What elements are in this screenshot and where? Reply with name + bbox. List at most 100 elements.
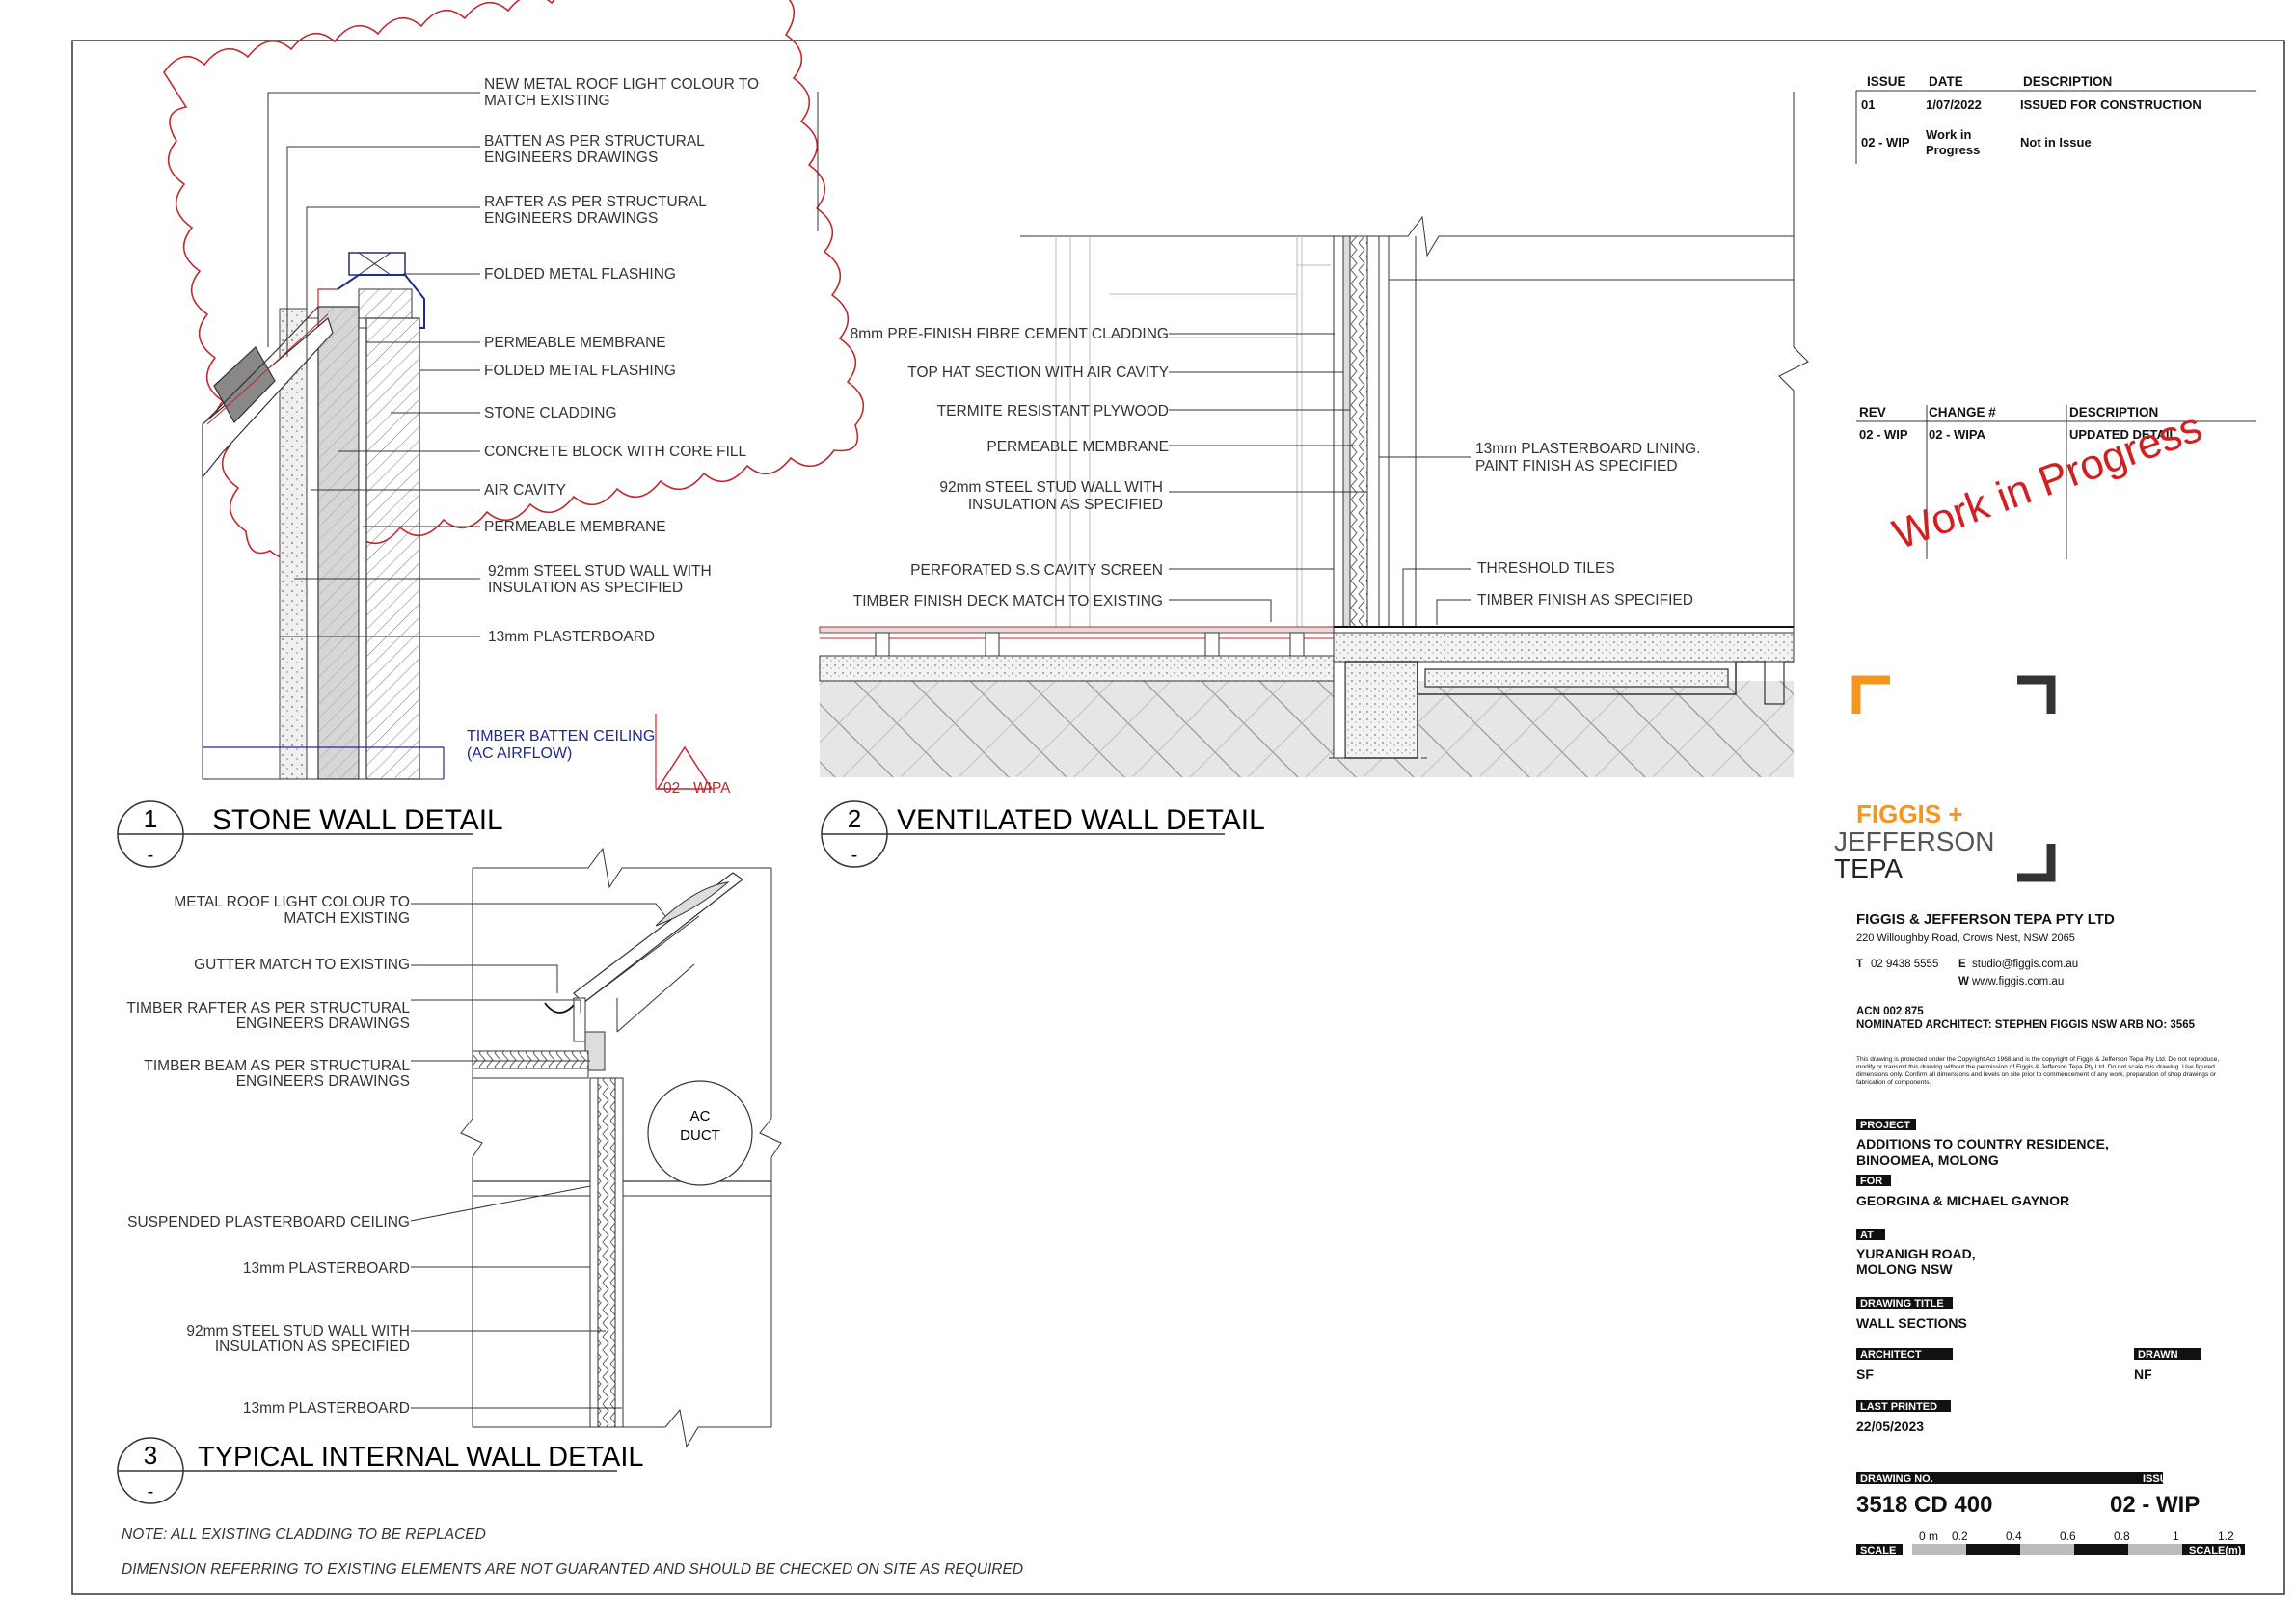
label-plasterboard-1: 13mm PLASTERBOARD	[243, 1260, 410, 1277]
label-rafter-1: TIMBER RAFTER AS PER STRUCTURAL	[126, 1000, 410, 1016]
scale-tick-0: 0 m	[1919, 1529, 1938, 1543]
scale-tick-1: 0.2	[1952, 1529, 1968, 1543]
label-top-hat: TOP HAT SECTION WITH AIR CAVITY	[907, 365, 1169, 381]
disclaimer-line-1: This drawing is protected under the Copy…	[1856, 1056, 2219, 1063]
company-logo: FIGGIS + JEFFERSON TEPA	[1834, 675, 2056, 883]
last-printed-label: LAST PRINTED	[1860, 1401, 1937, 1413]
detail-1-labels: NEW METAL ROOF LIGHT COLOUR TO MATCH EXI…	[467, 76, 759, 762]
at-label: AT	[1860, 1230, 1874, 1241]
label-roof-light-1: METAL ROOF LIGHT COLOUR TO	[174, 894, 410, 910]
label-steel-stud-2: INSULATION AS SPECIFIED	[488, 580, 683, 596]
label-cavity-screen: PERFORATED S.S CAVITY SCREEN	[910, 562, 1163, 579]
detail-3-sub: -	[148, 1481, 154, 1502]
project-fields: PROJECT ADDITIONS TO COUNTRY RESIDENCE, …	[1856, 1119, 2201, 1434]
project-line-2: BINOOMEA, MOLONG	[1856, 1152, 1999, 1168]
at-line-2: MOLONG NSW	[1856, 1261, 1953, 1277]
label-air-cavity: AIR CAVITY	[484, 482, 566, 499]
revision-cloud	[163, 0, 865, 560]
disclaimer-line-2: modify or transmit this drawing without …	[1856, 1064, 2215, 1070]
detail-3-title: 3 - TYPICAL INTERNAL WALL DETAIL	[117, 1437, 644, 1504]
rev-row-rev: 02 - WIP	[1859, 427, 1908, 442]
drawing-no-label: DRAWING NO.	[1860, 1474, 1933, 1485]
company-name: FIGGIS & JEFFERSON TEPA PTY LTD	[1856, 911, 2115, 928]
web-label: W	[1958, 976, 1969, 987]
issue-row-1-issue: 01	[1861, 97, 1875, 112]
detail-3-labels: METAL ROOF LIGHT COLOUR TO MATCH EXISTIN…	[126, 894, 410, 1417]
scale-label: SCALE	[1860, 1545, 1896, 1556]
issue-header-issue: ISSUE	[1867, 74, 1906, 89]
label-steel-stud-1: 92mm STEEL STUD WALL WITH	[488, 563, 712, 580]
label-plasterboard-lining-1: 13mm PLASTERBOARD LINING.	[1475, 441, 1700, 457]
issue-header-description: DESCRIPTION	[2023, 74, 2112, 89]
issue-row-1-date: 1/07/2022	[1926, 97, 1982, 112]
sheet-border	[71, 40, 2285, 1595]
label-rafter-1: RAFTER AS PER STRUCTURAL	[484, 194, 707, 210]
label-steel-stud-2: INSULATION AS SPECIFIED	[215, 1339, 410, 1355]
project-line-1: ADDITIONS TO COUNTRY RESIDENCE,	[1856, 1136, 2109, 1151]
disclaimer-line-4: fabrication of components.	[1856, 1079, 1931, 1086]
label-timber-finish: TIMBER FINISH AS SPECIFIED	[1477, 592, 1693, 609]
logo-line-3: TEPA	[1834, 853, 1903, 883]
detail-3-internal-wall: AC DUCT METAL ROOF LIGHT COLOUR TO MATCH…	[117, 847, 782, 1504]
note-cladding: NOTE: ALL EXISTING CLADDING TO BE REPLAC…	[122, 1527, 486, 1543]
scale-unit-label: SCALE(m)	[2189, 1545, 2242, 1556]
label-steel-stud-1: 92mm STEEL STUD WALL WITH	[939, 479, 1163, 496]
scale-tick-3: 0.6	[2060, 1529, 2076, 1543]
scale-tick-6: 1.2	[2218, 1529, 2234, 1543]
ac-duct-label-1: AC	[690, 1108, 711, 1124]
detail-1-heading: STONE WALL DETAIL	[212, 804, 503, 836]
detail-1-sub: -	[148, 845, 154, 866]
disclaimer-line-3: dimensions only. Confirm all dimensions …	[1856, 1071, 2217, 1078]
label-flashing-2: FOLDED METAL FLASHING	[484, 363, 676, 379]
issue-table: ISSUE DATE DESCRIPTION 01 1/07/2022 ISSU…	[1855, 74, 2256, 164]
phone-value: 02 9438 5555	[1871, 959, 1938, 970]
detail-2-title: 2 - VENTILATED WALL DETAIL	[821, 800, 1265, 868]
title-block: ISSUE DATE DESCRIPTION 01 1/07/2022 ISSU…	[1834, 74, 2256, 1556]
scale-tick-2: 0.4	[2006, 1529, 2022, 1543]
issue-row-2-description: Not in Issue	[2020, 135, 2092, 149]
label-ceiling: SUSPENDED PLASTERBOARD CEILING	[127, 1214, 410, 1231]
issue-label: ISSUE	[2143, 1474, 2174, 1485]
label-ceiling-2: (AC AIRFLOW)	[467, 745, 572, 762]
detail-2-labels: 8mm PRE-FINISH FIBRE CEMENT CLADDING TOP…	[851, 326, 1701, 609]
company-address: 220 Willoughby Road, Crows Nest, NSW 206…	[1856, 933, 2075, 944]
label-plywood: TERMITE RESISTANT PLYWOOD	[937, 403, 1169, 419]
scale-tick-5: 1	[2173, 1529, 2179, 1543]
architect-value: SF	[1856, 1366, 1874, 1382]
company-acn: ACN 002 875	[1856, 1006, 1924, 1017]
label-steel-stud-1: 92mm STEEL STUD WALL WITH	[186, 1323, 410, 1339]
drawing-number: 3518 CD 400	[1856, 1492, 1992, 1518]
label-stone-cladding: STONE CLADDING	[484, 405, 617, 421]
email-value: studio@figgis.com.au	[1972, 959, 2078, 970]
detail-1-stone-wall: 02 - WIPA NEW METAL ROOF LIGHT COLOUR TO…	[117, 0, 865, 868]
rev-row-change: 02 - WIPA	[1929, 427, 1986, 442]
architect-label: ARCHITECT	[1860, 1349, 1922, 1361]
label-beam-1: TIMBER BEAM AS PER STRUCTURAL	[144, 1058, 410, 1074]
label-fibre-cement: 8mm PRE-FINISH FIBRE CEMENT CLADDING	[851, 326, 1169, 342]
detail-2-ventilated-wall: 8mm PRE-FINISH FIBRE CEMENT CLADDING TOP…	[817, 92, 1809, 868]
scale-bar: 0 m 0.2 0.4 0.6 0.8 1 1.2 SCALE SCALE(m)	[1856, 1529, 2245, 1556]
disclaimer: This drawing is protected under the Copy…	[1856, 1056, 2219, 1086]
issue-row-2-date-2: Progress	[1926, 143, 1980, 157]
rev-header-rev: REV	[1859, 405, 1886, 419]
label-batten-2: ENGINEERS DRAWINGS	[484, 149, 658, 166]
drawn-value: NF	[2134, 1366, 2152, 1382]
email-label: E	[1958, 959, 1966, 970]
detail-3-number: 3	[144, 1441, 157, 1470]
logo-line-2: JEFFERSON	[1834, 826, 1994, 856]
for-label: FOR	[1860, 1176, 1882, 1187]
detail-2-sub: -	[851, 845, 858, 866]
label-rafter-2: ENGINEERS DRAWINGS	[484, 210, 658, 227]
label-roof-light-2: MATCH EXISTING	[284, 910, 410, 927]
label-roof-light-1: NEW METAL ROOF LIGHT COLOUR TO	[484, 76, 759, 93]
phone-label: T	[1856, 959, 1863, 970]
label-membrane-2: PERMEABLE MEMBRANE	[484, 519, 666, 535]
label-plasterboard-2: 13mm PLASTERBOARD	[243, 1400, 410, 1417]
drawing-title: WALL SECTIONS	[1856, 1315, 1967, 1331]
label-threshold-tiles: THRESHOLD TILES	[1477, 560, 1615, 577]
client-name: GEORGINA & MICHAEL GAYNOR	[1856, 1193, 2069, 1208]
ac-duct-label-2: DUCT	[680, 1127, 720, 1144]
revision-table: REV CHANGE # DESCRIPTION 02 - WIP 02 - W…	[1856, 405, 2256, 559]
detail-3-heading: TYPICAL INTERNAL WALL DETAIL	[198, 1442, 644, 1473]
